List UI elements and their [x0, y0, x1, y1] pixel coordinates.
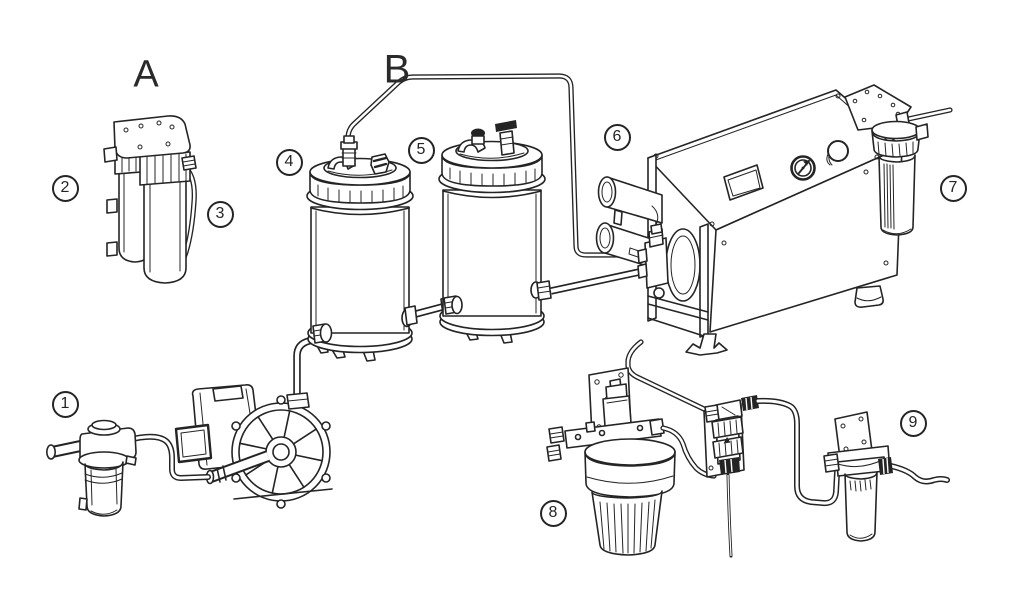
callout-3: 3: [206, 200, 234, 228]
feed-pump-illustration: [174, 384, 333, 509]
callout-9: 9: [899, 409, 927, 437]
check-valve-tee-illustration: [703, 395, 759, 558]
section-label-a: A: [133, 53, 159, 96]
callout-7-number: 7: [948, 179, 958, 196]
dual-prefilter-illustration: [103, 115, 197, 284]
unit-inlet-fittings: [637, 205, 669, 299]
small-filter-9-illustration: [823, 411, 950, 542]
callout-5-number: 5: [416, 141, 426, 158]
callout-6: 6: [603, 123, 631, 151]
pump-discharge-pipe: [286, 333, 323, 410]
callout-1-number: 1: [60, 395, 70, 412]
pressure-gauge: [790, 155, 816, 181]
manifold-to-tee-hose: [660, 425, 717, 479]
callout-2-number: 2: [60, 179, 70, 196]
callout-1: 1: [51, 390, 79, 418]
canister-4-illustration: [306, 135, 414, 362]
raw-water-strainer-illustration: [45, 419, 211, 517]
callout-3-number: 3: [215, 205, 225, 222]
callout-8: 8: [539, 499, 567, 527]
callout-4: 4: [275, 148, 303, 176]
callout-9-number: 9: [908, 414, 918, 431]
canister-5-illustration: [438, 120, 552, 344]
callout-2: 2: [51, 174, 79, 202]
section-label-b: B: [383, 47, 411, 92]
tube-b-loop: [345, 73, 646, 258]
filter-assembly-8-illustration: [546, 367, 676, 556]
callout-4-number: 4: [284, 153, 294, 170]
main-unit-illustration: [595, 89, 903, 356]
callout-6-number: 6: [612, 128, 622, 145]
control-knob: [826, 140, 849, 166]
callout-5: 5: [407, 136, 435, 164]
callout-7: 7: [939, 174, 967, 202]
unit-filter-illustration: [844, 84, 953, 236]
display-panel: [723, 164, 764, 201]
callout-8-number: 8: [548, 504, 558, 521]
canister-to-unit-pipe: [550, 267, 645, 295]
unit-to-valve-hose: [625, 339, 707, 412]
pump-bolts: [231, 395, 331, 509]
